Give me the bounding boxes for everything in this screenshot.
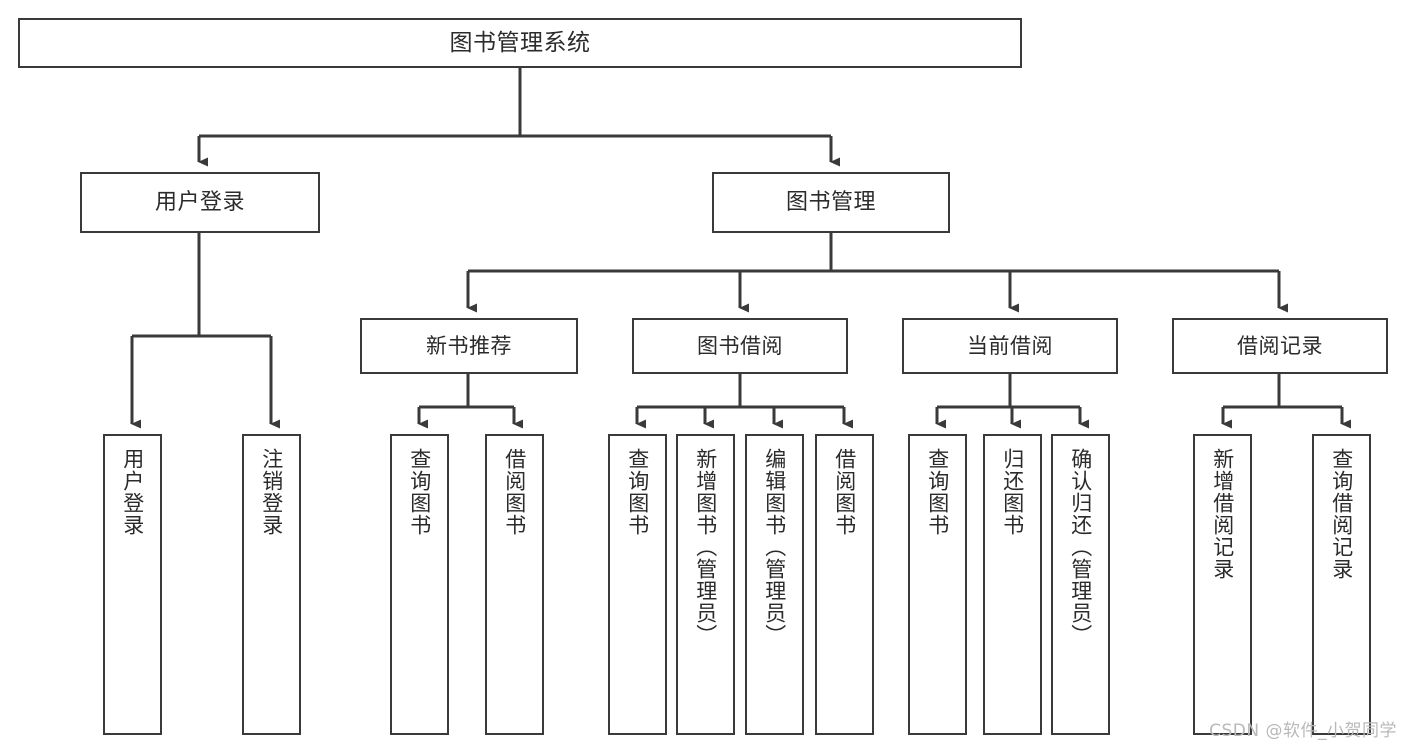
node-leaf-add-borrow-record[interactable]: 新增借阅记录 [1193, 434, 1252, 735]
node-leaf-query-book[interactable]: 查询图书 [608, 434, 667, 735]
node-label: 图书管理 [785, 189, 876, 215]
node-label: 借阅图书 [832, 448, 857, 536]
csdn-watermark: CSDN @软件_小贺同学 [1209, 721, 1397, 741]
node-label: 借阅图书 [502, 448, 527, 536]
node-label: 编辑图书（管理员） [762, 448, 787, 646]
node-book-management[interactable]: 图书管理 [712, 172, 950, 233]
node-label: 新增借阅记录 [1210, 448, 1235, 580]
node-label: 查询图书 [625, 448, 650, 536]
node-leaf-return-book[interactable]: 归还图书 [983, 434, 1042, 735]
node-leaf-borrow-book-recommend[interactable]: 借阅图书 [485, 434, 544, 735]
node-label: 图书管理系统 [449, 29, 591, 56]
node-label: 借阅记录 [1237, 333, 1323, 358]
node-current-borrow[interactable]: 当前借阅 [902, 318, 1118, 374]
node-leaf-user-login[interactable]: 用户登录 [103, 434, 162, 735]
node-label: 注销登录 [259, 448, 284, 536]
node-label: 新书推荐 [426, 333, 512, 358]
node-label: 图书借阅 [697, 333, 783, 358]
node-leaf-query-book-current[interactable]: 查询图书 [908, 434, 967, 735]
node-label: 用户登录 [120, 448, 145, 536]
node-label: 当前借阅 [967, 333, 1053, 358]
node-label: 确认归还（管理员） [1068, 448, 1093, 646]
node-book-borrow[interactable]: 图书借阅 [632, 318, 848, 374]
node-leaf-user-logout[interactable]: 注销登录 [242, 434, 301, 735]
node-label: 查询借阅记录 [1329, 448, 1354, 580]
node-leaf-confirm-return-admin[interactable]: 确认归还（管理员） [1051, 434, 1110, 735]
node-leaf-add-book-admin[interactable]: 新增图书（管理员） [676, 434, 735, 735]
node-user-login[interactable]: 用户登录 [80, 172, 320, 233]
node-label: 查询图书 [407, 448, 432, 536]
node-leaf-query-borrow-record[interactable]: 查询借阅记录 [1312, 434, 1371, 735]
node-book-management-system[interactable]: 图书管理系统 [18, 18, 1022, 68]
node-leaf-query-book-recommend[interactable]: 查询图书 [390, 434, 449, 735]
node-leaf-edit-book-admin[interactable]: 编辑图书（管理员） [745, 434, 804, 735]
node-label: 归还图书 [1000, 448, 1025, 536]
node-new-book-recommend[interactable]: 新书推荐 [360, 318, 578, 374]
node-label: 用户登录 [154, 189, 245, 215]
node-label: 新增图书（管理员） [693, 448, 718, 646]
node-label: 查询图书 [925, 448, 950, 536]
node-borrow-record[interactable]: 借阅记录 [1172, 318, 1388, 374]
node-leaf-borrow-book[interactable]: 借阅图书 [815, 434, 874, 735]
